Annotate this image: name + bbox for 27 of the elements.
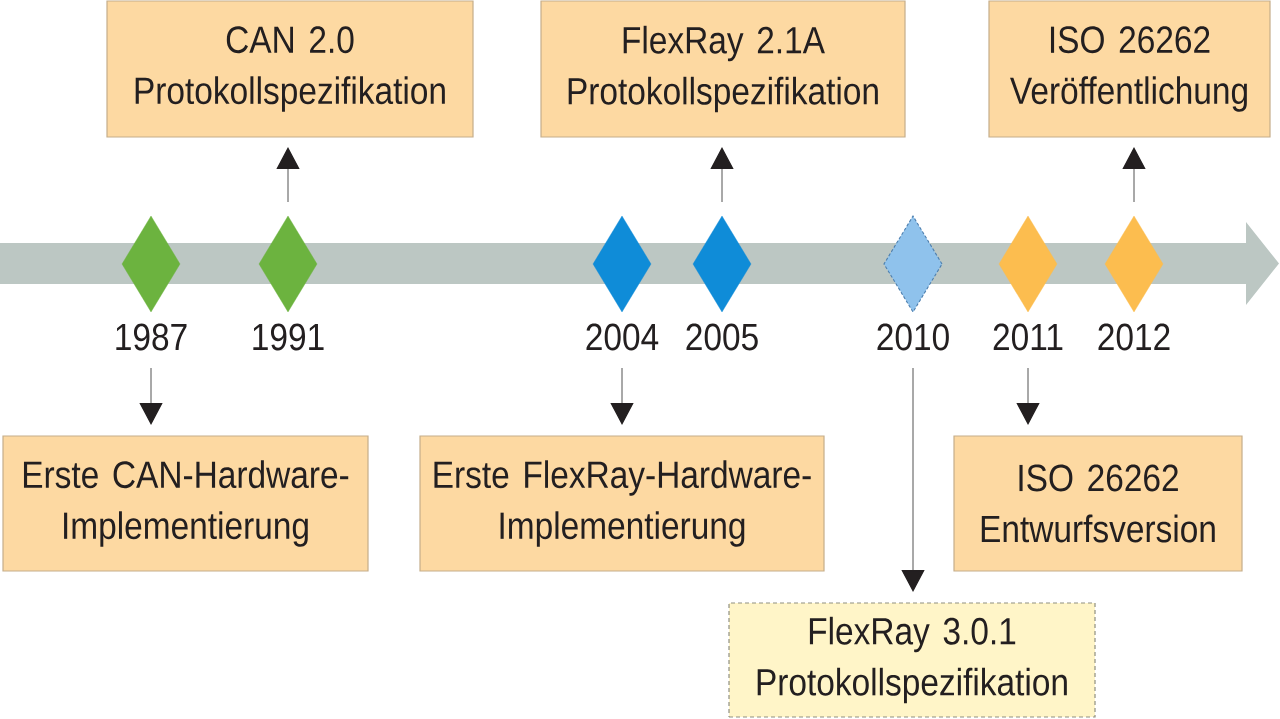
year-label: 2005 [686,323,758,351]
year-label: 2010 [877,323,949,351]
arrow [901,367,925,592]
milestone-box: ISO 26262 Veröffentlichung [988,0,1271,138]
year-label: 2011 [993,323,1063,351]
milestone-diamond [998,215,1058,313]
year-label: 1991 [253,323,324,351]
milestone-diamond [592,215,652,313]
milestone-box: Erste CAN-Hardware-Implementierung [2,435,369,572]
arrow [139,367,163,425]
year-label: 1987 [116,323,187,351]
milestone-box: ISO 26262 Entwurfsversion [953,435,1243,572]
milestone-diamond [692,215,752,313]
milestone-box: FlexRay 3.0.1 Protokollspezifikation [728,602,1096,718]
year-label: 2012 [1098,323,1170,351]
milestone-diamond [121,215,181,313]
arrow [1016,367,1040,425]
arrow [610,367,634,425]
arrow [710,147,734,203]
milestone-diamond [1104,215,1164,313]
milestone-box: FlexRay 2.1A Protokollspezifikation [540,0,906,138]
arrow [276,147,300,203]
arrow [1122,147,1146,203]
milestone-box: Erste FlexRay-Hardware-Implementierung [419,435,825,572]
milestone-diamond [258,215,318,313]
year-label: 2004 [586,323,659,351]
milestone-box: CAN 2.0 Protokollspezifikation [106,0,474,138]
